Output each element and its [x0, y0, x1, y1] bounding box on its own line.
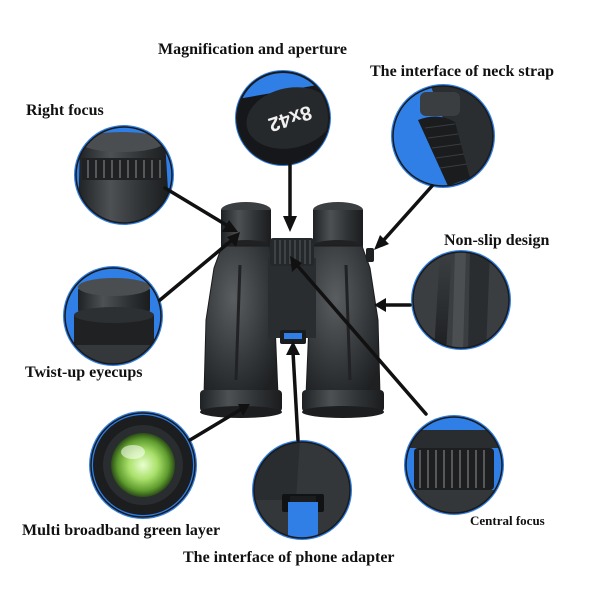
label-multi-layer: Multi broadband green layer — [22, 522, 221, 539]
label-twist-up: Twist-up eyecups — [25, 364, 143, 381]
label-central-focus: Central focus — [470, 513, 545, 528]
label-non-slip: Non-slip design — [444, 232, 550, 249]
detail-magnification: 8x42 — [235, 70, 331, 166]
arrow-right-focus — [163, 186, 230, 228]
label-magnification: Magnification and aperture — [158, 41, 348, 58]
detail-non-slip — [411, 250, 511, 350]
green-coated-lens — [111, 433, 175, 497]
detail-green-lens — [89, 411, 197, 519]
central-focus-wheel — [270, 238, 314, 266]
arrow-twist-up — [158, 238, 234, 302]
detail-neck-strap — [391, 84, 495, 188]
detail-right-focus — [74, 125, 174, 225]
pointer-arrows — [158, 163, 434, 442]
arrow-green-lens — [188, 408, 242, 442]
binoculars-main — [200, 202, 384, 418]
right-objective-ring — [302, 390, 384, 412]
neck-strap-lug — [366, 248, 374, 262]
label-phone-adapter: The interface of phone adapter — [183, 549, 395, 566]
left-objective-ring — [200, 390, 282, 412]
arrow-central-focus — [294, 262, 428, 416]
arrow-phone-adapter — [291, 350, 300, 442]
arrow-neck-strap — [380, 184, 434, 244]
label-right-focus: Right focus — [26, 102, 104, 119]
detail-twist-up — [63, 266, 163, 366]
label-neck-strap: The interface of neck strap — [370, 63, 554, 80]
detail-phone-adapter — [252, 440, 352, 540]
detail-central-focus — [404, 415, 504, 515]
